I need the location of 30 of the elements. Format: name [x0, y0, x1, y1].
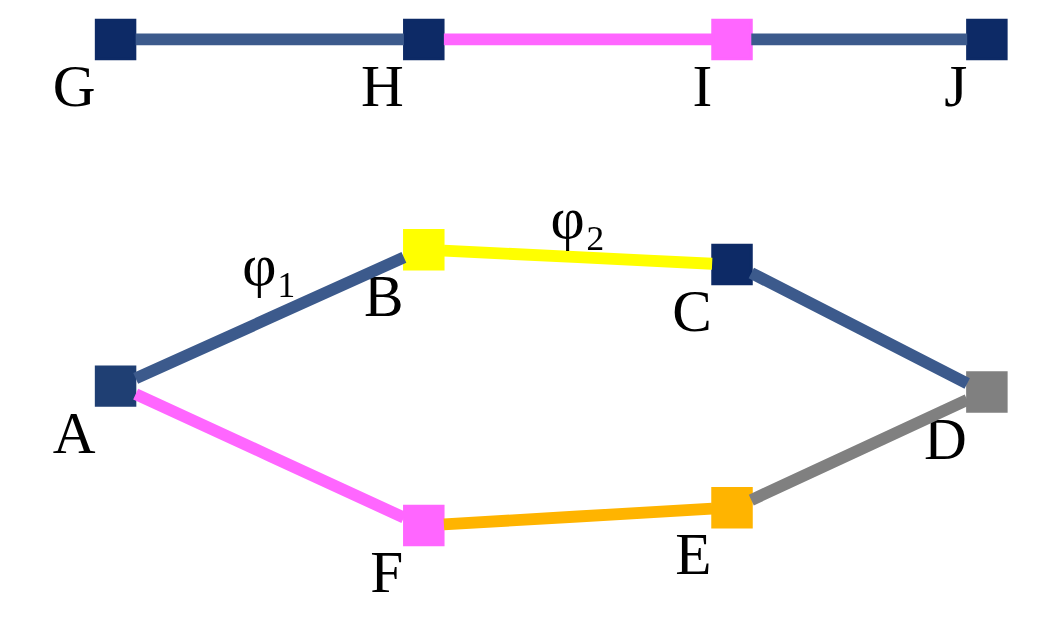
connector: [748, 267, 970, 389]
connector: [443, 33, 713, 46]
node-box: [711, 486, 753, 529]
connector: [443, 244, 713, 270]
edge-label: φ₁: [242, 232, 298, 299]
node-box: [711, 243, 753, 286]
node-label: D: [923, 405, 967, 472]
node-label: I: [692, 53, 713, 120]
node-box: [94, 18, 137, 61]
node-label: G: [52, 53, 96, 120]
node-box: [94, 365, 137, 407]
node-label: B: [364, 263, 404, 330]
node-label: C: [672, 278, 712, 345]
connector: [751, 33, 968, 46]
connector: [133, 388, 407, 523]
connector: [135, 33, 404, 46]
connector: [443, 502, 713, 531]
node-label: E: [675, 521, 712, 588]
node-label: F: [370, 539, 404, 606]
node-box: [403, 18, 445, 61]
node-box: [711, 18, 753, 61]
connector: [748, 394, 970, 506]
node-label: H: [360, 53, 404, 120]
node-box: [966, 371, 1008, 413]
edge-label: φ₂: [550, 184, 606, 251]
node-box: [966, 18, 1008, 61]
node-label: A: [52, 399, 96, 466]
node-label: J: [944, 53, 968, 120]
node-box: [403, 229, 445, 271]
node-box: [403, 504, 445, 547]
